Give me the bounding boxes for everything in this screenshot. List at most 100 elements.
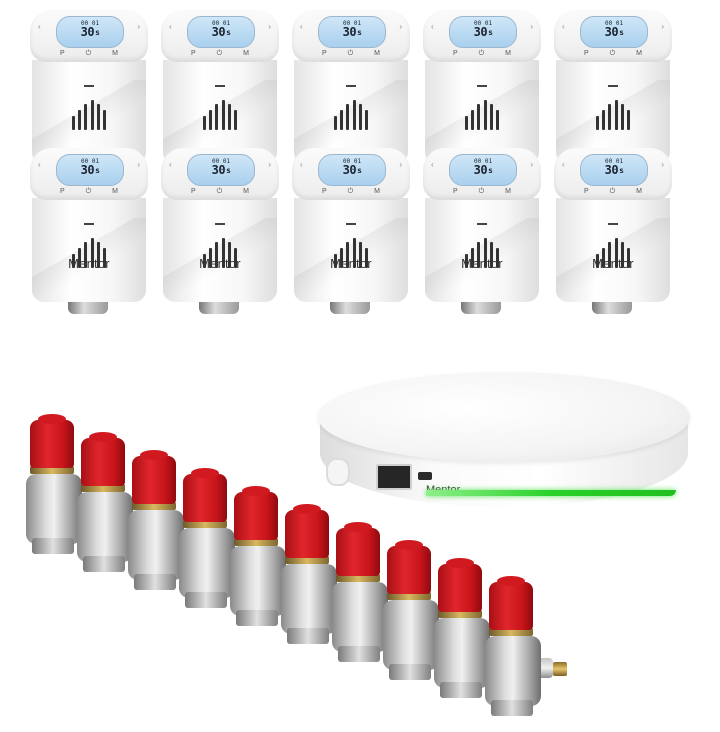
radiator-valve xyxy=(428,558,502,714)
thermostat-body xyxy=(425,60,539,164)
thermostat-body xyxy=(32,198,146,302)
thermostat-button-label: M xyxy=(112,50,118,57)
thermostat-base xyxy=(461,302,501,314)
valve-body xyxy=(26,474,82,544)
lcd-reading: 30 xyxy=(342,25,357,39)
valve-red-cap xyxy=(489,576,533,630)
chevron-left-icon: ‹ xyxy=(169,160,172,169)
thermostat-body xyxy=(425,198,539,302)
thermostat-brand-label: Mentor xyxy=(330,256,372,271)
hub-top xyxy=(318,372,690,462)
lcd-unit: s xyxy=(95,165,100,175)
thermostat-buttons: P⏻M xyxy=(453,188,511,196)
thermostat-body xyxy=(163,198,277,302)
vent-slots-icon xyxy=(203,238,237,268)
lcd-reading: 30 xyxy=(80,163,95,177)
vent-slots-icon xyxy=(465,238,499,268)
thermostat-button-label: P xyxy=(60,50,65,57)
thermostat-buttons: P⏻M xyxy=(584,188,642,196)
lcd-reading: 30 xyxy=(473,163,488,177)
thermostat-button-label: P xyxy=(191,50,196,57)
thermostat-button-label: P xyxy=(322,50,327,57)
valve-body xyxy=(77,492,133,562)
chevron-right-icon: › xyxy=(530,22,533,31)
valve-brass-fitting xyxy=(553,662,567,676)
lcd-unit: s xyxy=(488,165,493,175)
lcd-unit: s xyxy=(226,27,231,37)
thermostat-base xyxy=(330,302,370,314)
thermostat-dash xyxy=(215,85,225,87)
lcd-indicator: 00 01 xyxy=(343,20,362,27)
valve-nut xyxy=(32,538,74,554)
valve-red-cap xyxy=(183,468,227,522)
thermostat-buttons: P⏻M xyxy=(322,188,380,196)
thermostat-buttons: P⏻M xyxy=(322,50,380,58)
radiator-valve xyxy=(224,486,298,642)
vent-slots-icon xyxy=(596,100,630,130)
chevron-right-icon: › xyxy=(530,160,533,169)
lcd-unit: s xyxy=(357,165,362,175)
thermostat-buttons: P⏻M xyxy=(60,188,118,196)
vent-slots-icon xyxy=(465,100,499,130)
chevron-left-icon: ‹ xyxy=(169,22,172,31)
valve-red-cap xyxy=(81,432,125,486)
vent-slots-icon xyxy=(596,238,630,268)
valve-ring xyxy=(183,520,227,528)
lcd-unit: s xyxy=(95,27,100,37)
radiator-valve xyxy=(479,576,567,732)
valve-body xyxy=(383,600,439,670)
radiator-valve xyxy=(275,504,349,660)
lcd-unit: s xyxy=(619,27,624,37)
thermostat-dash xyxy=(608,85,618,87)
lcd-unit: s xyxy=(488,27,493,37)
valve-red-cap xyxy=(132,450,176,504)
valve-body xyxy=(179,528,235,598)
thermostat-dash xyxy=(215,223,225,225)
valve-ring xyxy=(234,538,278,546)
thermostat-button-label: P xyxy=(584,50,589,57)
thermostat-button-label: P xyxy=(60,188,65,195)
thermostat-button-label: P xyxy=(453,188,458,195)
chevron-left-icon: ‹ xyxy=(38,160,41,169)
thermostat-button-label: ⏻ xyxy=(85,50,92,57)
valve-ring xyxy=(387,592,431,600)
lcd-reading: 30 xyxy=(211,25,226,39)
valve-nut xyxy=(236,610,278,626)
lcd-reading: 30 xyxy=(473,25,488,39)
thermostat-body xyxy=(163,60,277,164)
hub-reset-button-icon xyxy=(326,458,350,486)
thermostat-button-label: M xyxy=(243,50,249,57)
thermostat-body xyxy=(294,198,408,302)
thermostat-button-label: ⏻ xyxy=(85,188,92,195)
valve-nut xyxy=(134,574,176,590)
thermostat-body xyxy=(32,60,146,164)
chevron-left-icon: ‹ xyxy=(38,22,41,31)
valve-body xyxy=(281,564,337,634)
valve-red-cap xyxy=(285,504,329,558)
radiator-valve xyxy=(173,468,247,624)
thermostat-dash xyxy=(608,223,618,225)
valve-nut xyxy=(389,664,431,680)
vent-slots-icon xyxy=(72,238,106,268)
thermostat-button-label: M xyxy=(505,188,511,195)
thermostat-button-label: M xyxy=(374,188,380,195)
thermostat-dash xyxy=(346,223,356,225)
thermostat-body xyxy=(556,198,670,302)
chevron-left-icon: ‹ xyxy=(562,160,565,169)
lcd-indicator: 00 01 xyxy=(605,20,624,27)
thermostat-button-label: ⏻ xyxy=(347,188,354,195)
chevron-right-icon: › xyxy=(268,160,271,169)
valve-ring xyxy=(81,484,125,492)
chevron-left-icon: ‹ xyxy=(562,22,565,31)
thermostat-buttons: P⏻M xyxy=(453,50,511,58)
